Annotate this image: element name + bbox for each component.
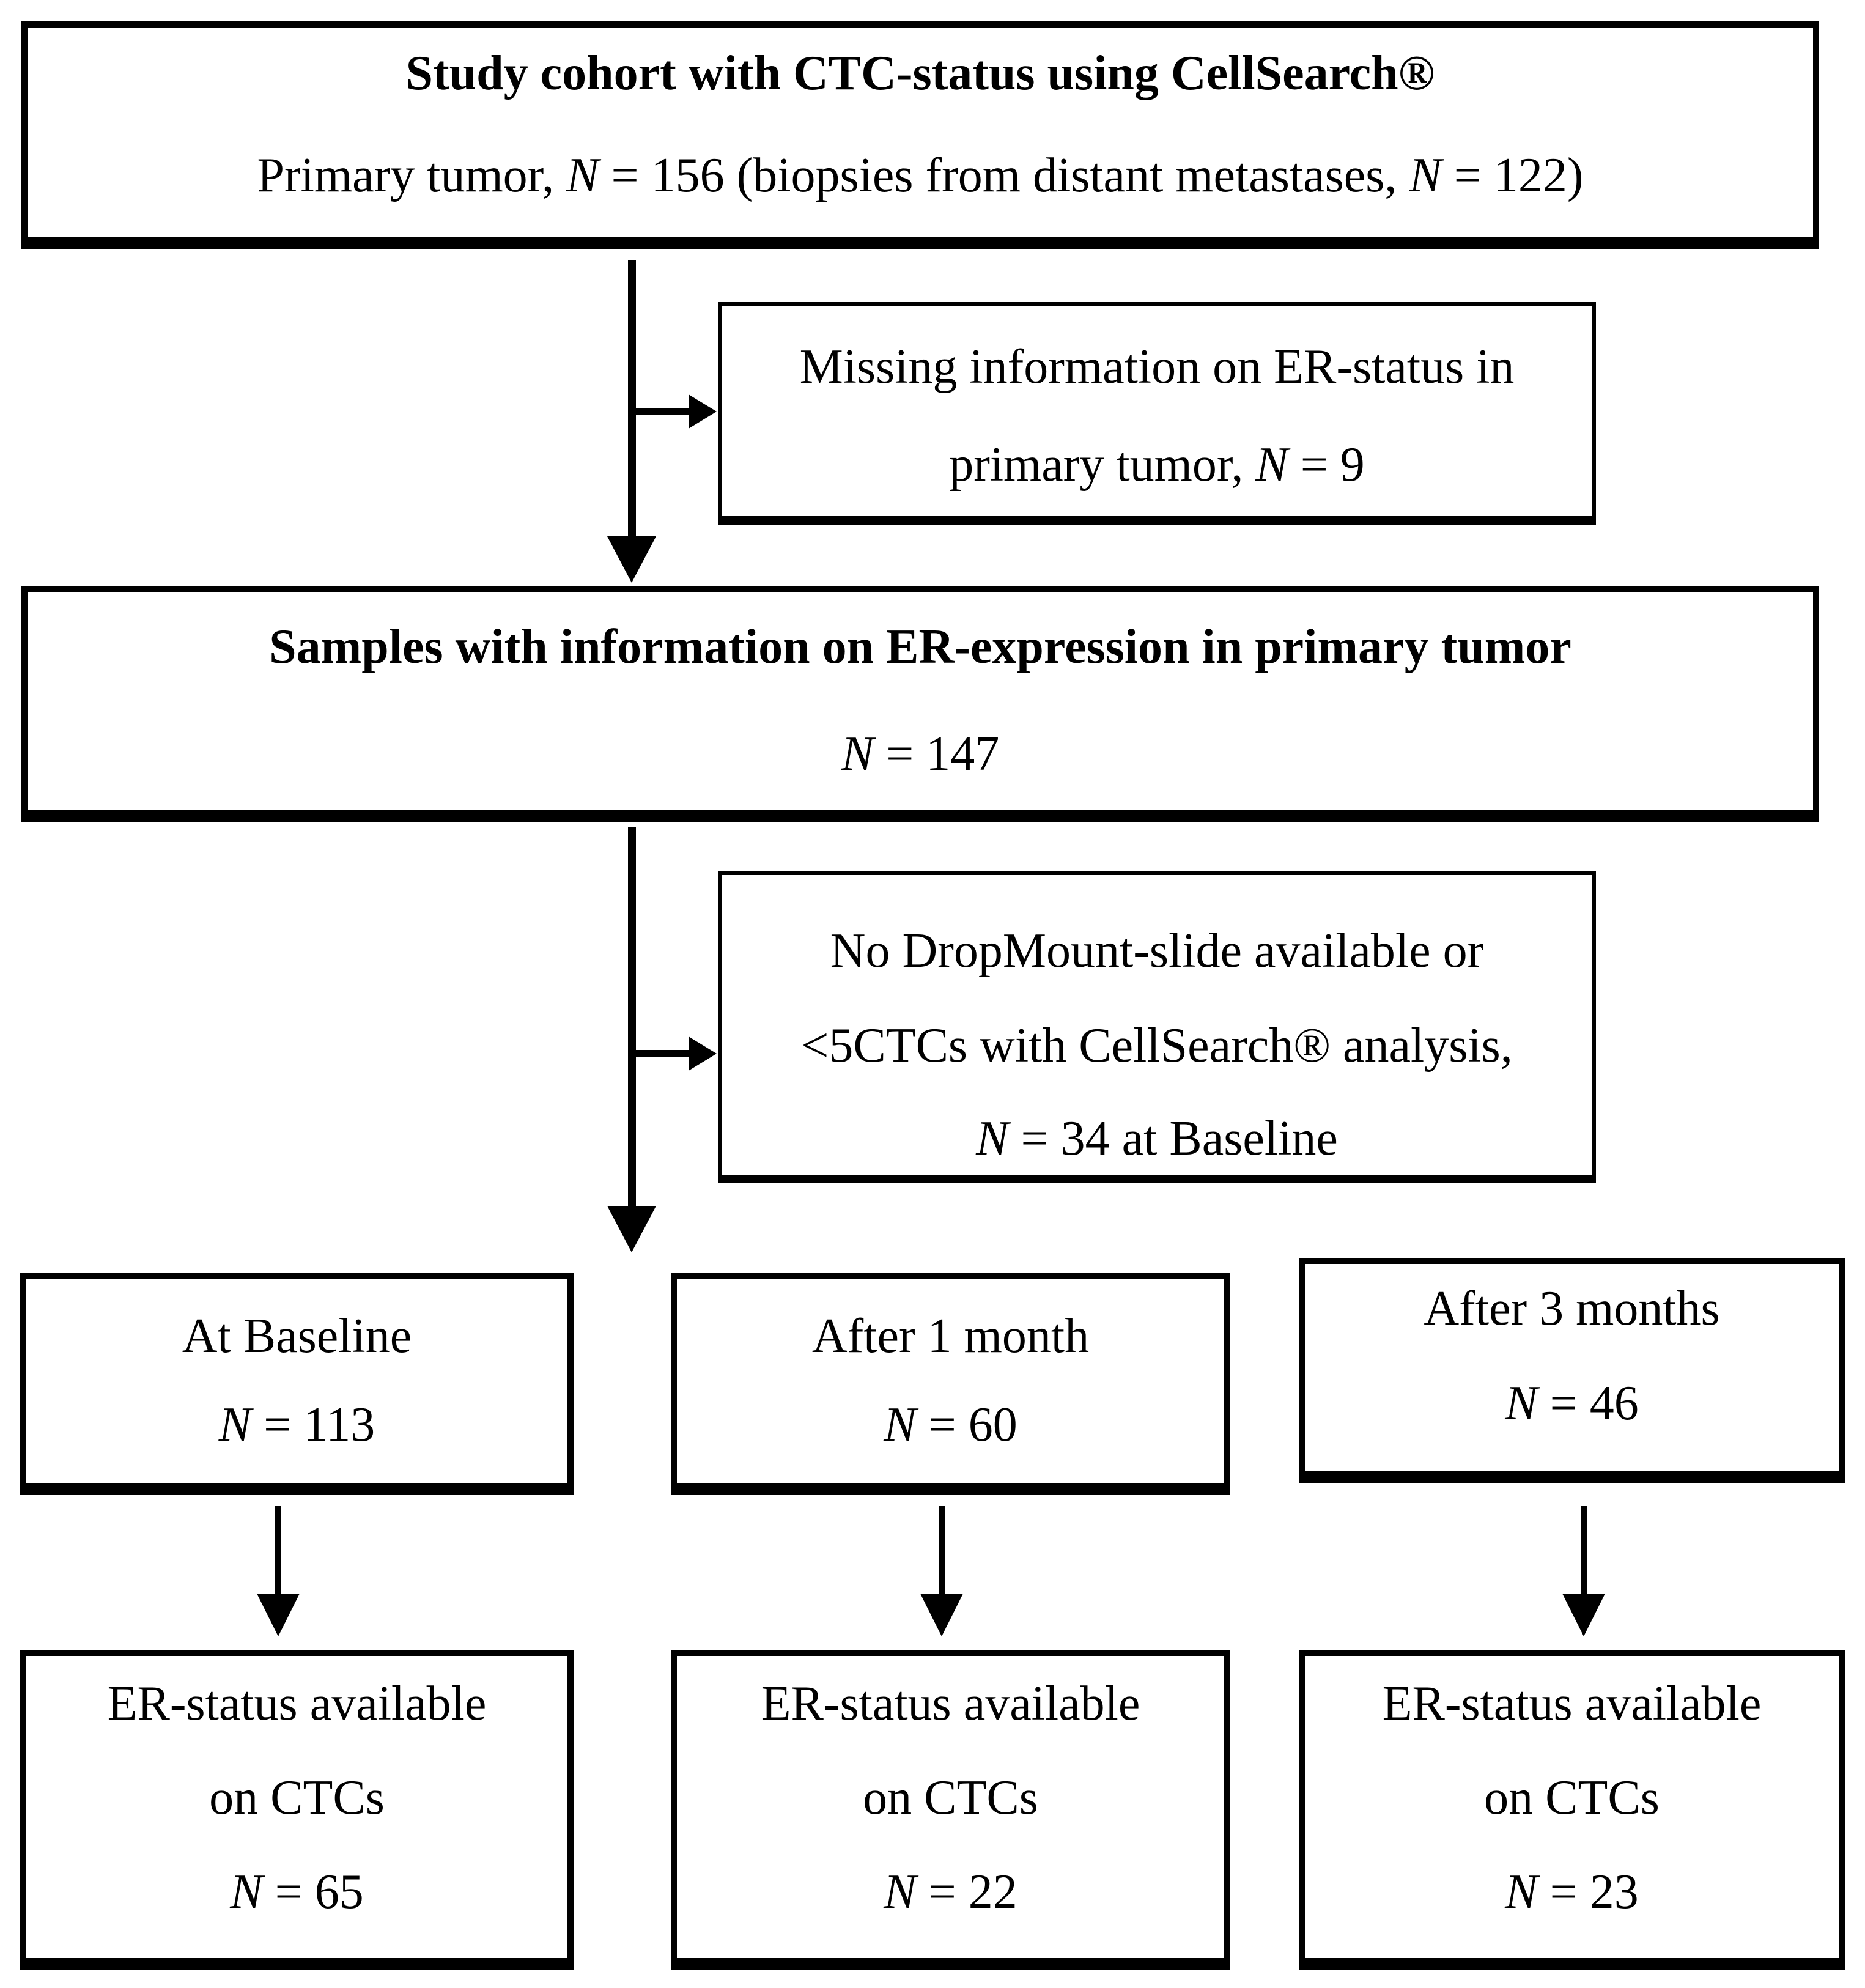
study-cohort-box: Study cohort with CTC-status using CellS… <box>21 21 1819 249</box>
dropmount-exclusion-box: No DropMount-slide available or <5CTCs w… <box>718 871 1596 1183</box>
arrow-down-connector-month3 <box>1581 1506 1587 1596</box>
arrow-right-connector-2 <box>632 1050 690 1057</box>
missing-er-box: Missing information on ER-status in prim… <box>718 302 1596 525</box>
timepoint-baseline-count: N = 113 <box>218 1398 375 1452</box>
timepoint-month1-count: N = 60 <box>884 1398 1017 1452</box>
study-cohort-title: Study cohort with CTC-status using CellS… <box>405 46 1435 100</box>
arrow-right-head-2 <box>689 1036 717 1071</box>
arrow-right-head-1 <box>689 394 717 429</box>
ctc-baseline-line2: on CTCs <box>209 1771 385 1825</box>
timepoint-month1-box: After 1 month N = 60 <box>671 1273 1230 1495</box>
arrow-down-head-2 <box>607 1206 656 1252</box>
arrow-right-connector-1 <box>632 408 690 415</box>
ctc-result-month1-box: ER-status available on CTCs N = 22 <box>671 1650 1230 1970</box>
arrow-down-head-month1 <box>920 1594 963 1636</box>
dropmount-line1: No DropMount-slide available or <box>830 924 1484 978</box>
ctc-result-baseline-box: ER-status available on CTCs N = 65 <box>20 1650 574 1970</box>
ctc-month3-line2: on CTCs <box>1484 1771 1660 1825</box>
timepoint-month3-box: After 3 months N = 46 <box>1299 1258 1845 1483</box>
ctc-baseline-count: N = 65 <box>230 1865 364 1919</box>
ctc-month1-line2: on CTCs <box>863 1771 1038 1825</box>
ctc-month3-count: N = 23 <box>1505 1865 1639 1919</box>
arrow-down-connector-1 <box>628 260 636 541</box>
dropmount-line3: N = 34 at Baseline <box>976 1112 1338 1166</box>
arrow-down-head-month3 <box>1562 1594 1605 1636</box>
arrow-down-head-1 <box>607 536 656 583</box>
arrow-down-connector-month1 <box>939 1506 945 1596</box>
timepoint-month1-label: After 1 month <box>811 1309 1090 1363</box>
missing-er-line2: primary tumor, N = 9 <box>949 438 1365 492</box>
arrow-down-connector-2 <box>628 827 636 1209</box>
arrow-down-head-baseline <box>257 1594 300 1636</box>
timepoint-baseline-label: At Baseline <box>182 1309 412 1363</box>
timepoint-month3-label: After 3 months <box>1424 1282 1720 1336</box>
study-cohort-subtitle: Primary tumor, N = 156 (biopsies from di… <box>257 149 1584 202</box>
timepoint-baseline-box: At Baseline N = 113 <box>20 1273 574 1495</box>
timepoint-month3-count: N = 46 <box>1505 1376 1639 1430</box>
ctc-month1-count: N = 22 <box>884 1865 1017 1919</box>
ctc-result-month3-box: ER-status available on CTCs N = 23 <box>1299 1650 1845 1970</box>
er-expression-box: Samples with information on ER-expressio… <box>21 586 1819 822</box>
er-expression-title: Samples with information on ER-expressio… <box>269 620 1571 674</box>
dropmount-line2: <5CTCs with CellSearch® analysis, <box>801 1019 1513 1073</box>
ctc-baseline-line1: ER-status available <box>107 1677 487 1731</box>
ctc-month1-line1: ER-status available <box>761 1677 1140 1731</box>
er-expression-count: N = 147 <box>841 727 1000 781</box>
ctc-month3-line1: ER-status available <box>1382 1677 1762 1731</box>
arrow-down-connector-baseline <box>275 1506 281 1596</box>
missing-er-line1: Missing information on ER-status in <box>799 340 1515 394</box>
